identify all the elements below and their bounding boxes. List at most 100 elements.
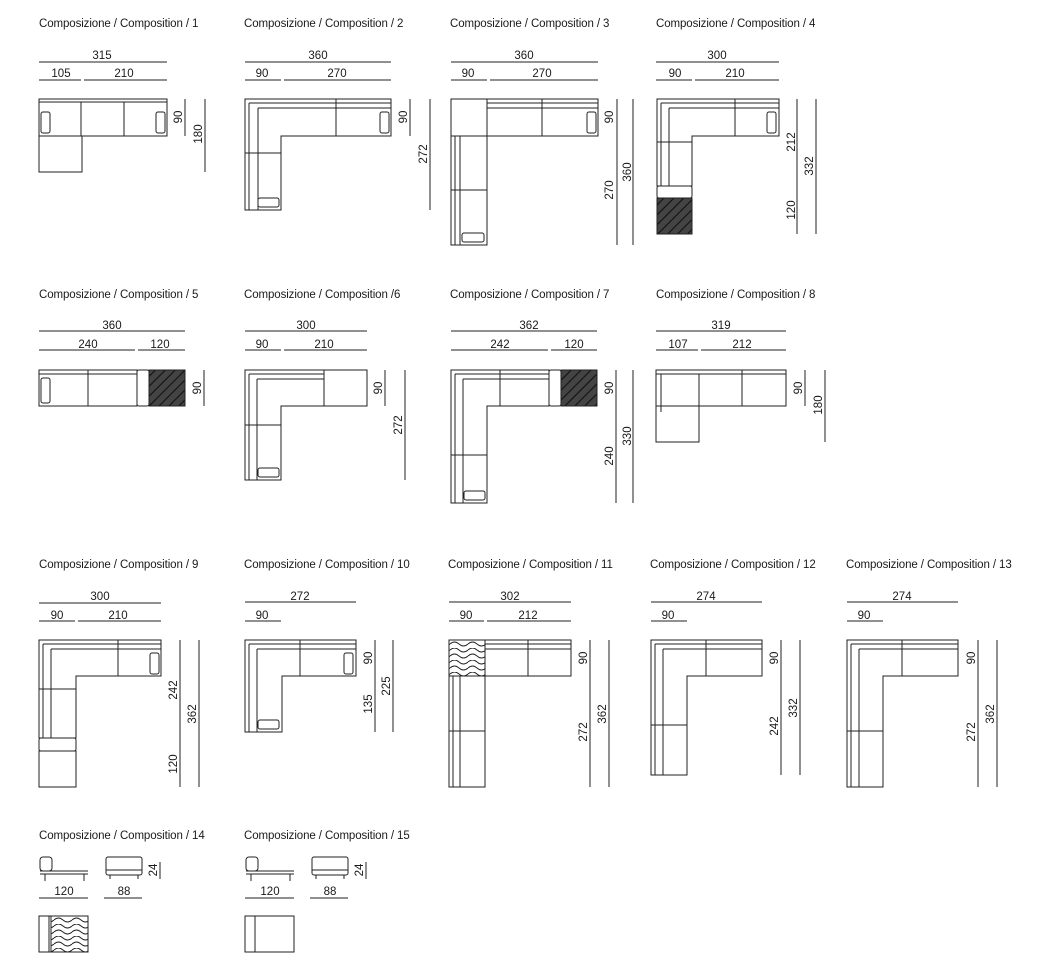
sofa-module: [38, 98, 168, 137]
dim-height: 24: [354, 863, 366, 876]
dim-leg: 272: [966, 722, 978, 741]
dim-side: 180: [193, 124, 205, 143]
dim-side: 180: [813, 395, 825, 414]
dim-width: 120: [54, 886, 73, 898]
composition-14: [38, 856, 161, 953]
dim-segment: 90: [256, 610, 269, 622]
dim-leg: 242: [769, 716, 781, 735]
dim-leg: 135: [363, 694, 375, 713]
dim-side: 360: [622, 162, 634, 181]
composition-8-title: Composizione / Composition / 8: [656, 289, 816, 301]
cushion: [40, 111, 51, 134]
composition-10: [244, 601, 394, 733]
dim-side: 272: [393, 415, 405, 434]
composition-11-title: Composizione / Composition / 11: [448, 559, 613, 571]
corner-sofa: [450, 369, 550, 504]
sofa-module: [655, 369, 787, 407]
dim-total: 362: [519, 320, 538, 332]
composition-5: [38, 330, 205, 407]
front-view: [105, 856, 143, 876]
dim-segment: 90: [256, 68, 269, 80]
dim-total: 360: [308, 50, 327, 62]
dim-depth: 90: [398, 111, 410, 124]
dim-depth: 90: [793, 382, 805, 395]
composition-3-title: Composizione / Composition / 3: [450, 18, 610, 30]
composition-7: [450, 330, 634, 504]
dim-segment: 210: [114, 68, 133, 80]
cushion: [586, 111, 597, 134]
dim-depth: 90: [192, 382, 204, 395]
dim-side: 225: [381, 676, 393, 695]
dim-side: 332: [788, 698, 800, 717]
dim-segment: 212: [518, 610, 537, 622]
cushion: [656, 185, 693, 199]
ottoman-module: [560, 369, 598, 407]
dim-width: 120: [260, 886, 279, 898]
dim-segment: 210: [314, 339, 333, 351]
dim-side: 362: [985, 704, 997, 723]
cushion: [463, 490, 486, 501]
dim-segment: 107: [668, 339, 687, 351]
corner-sofa: [244, 369, 368, 481]
dim-total: 300: [707, 50, 726, 62]
composition-7-title: Composizione / Composition / 7: [450, 289, 610, 301]
composition-15: [244, 856, 367, 953]
backrest: [245, 856, 259, 872]
dim-segment: 120: [150, 339, 169, 351]
dim-total: 360: [514, 50, 533, 62]
backrest-plan: [38, 915, 50, 953]
dim-bottom: 120: [786, 200, 798, 219]
dim-depth: 90: [373, 382, 385, 395]
ottoman-module: [656, 197, 693, 235]
dim-leg: 212: [786, 132, 798, 151]
composition-2: [244, 61, 431, 211]
dim-height: 24: [148, 863, 160, 876]
composition-13-title: Composizione / Composition / 13: [846, 559, 1012, 571]
composition-8: [655, 330, 826, 443]
dim-depth: 90: [604, 382, 616, 395]
dim-width: 88: [118, 886, 131, 898]
composition-1: [38, 61, 206, 173]
cushion: [257, 719, 280, 730]
chaise-module: [38, 135, 83, 173]
dim-segment: 90: [51, 610, 64, 622]
composition-5-title: Composizione / Composition / 5: [39, 289, 199, 301]
cushion: [548, 369, 562, 407]
dim-segment: 90: [858, 610, 871, 622]
dim-segment: 120: [564, 339, 583, 351]
dim-total: 360: [102, 320, 121, 332]
dim-segment: 90: [462, 68, 475, 80]
dim-segment: 90: [256, 339, 269, 351]
dim-side: 362: [187, 704, 199, 723]
dim-total: 315: [92, 50, 111, 62]
dim-total: 274: [696, 591, 716, 603]
dim-segment: 240: [78, 339, 97, 351]
dim-segment: 90: [460, 610, 473, 622]
dim-segment: 270: [532, 68, 551, 80]
cushion: [136, 369, 150, 407]
corner-sofa: [846, 639, 959, 788]
dim-segment: 90: [669, 68, 682, 80]
dim-side: 330: [622, 426, 634, 445]
plan-view: [244, 915, 295, 953]
dim-side: 332: [804, 156, 816, 175]
composition-10-title: Composizione / Composition / 10: [244, 559, 410, 571]
composition-9-title: Composizione / Composition / 9: [39, 559, 199, 571]
composition-12: [650, 601, 801, 776]
dim-leg: 242: [168, 680, 180, 699]
dim-depth: 90: [363, 652, 375, 665]
dim-bottom: 120: [168, 754, 180, 773]
dim-segment: 212: [732, 339, 751, 351]
dim-depth: 90: [769, 652, 781, 665]
composition-2-title: Composizione / Composition / 2: [244, 18, 404, 30]
dim-segment: 210: [108, 610, 127, 622]
cushion: [40, 377, 51, 404]
corner-sofa: [244, 639, 357, 733]
ottoman-module: [148, 369, 186, 407]
composition-3: [450, 61, 634, 246]
dim-segment: 242: [490, 339, 509, 351]
dim-depth: 90: [604, 111, 616, 124]
backrest: [39, 856, 53, 872]
dim-total: 300: [296, 320, 315, 332]
